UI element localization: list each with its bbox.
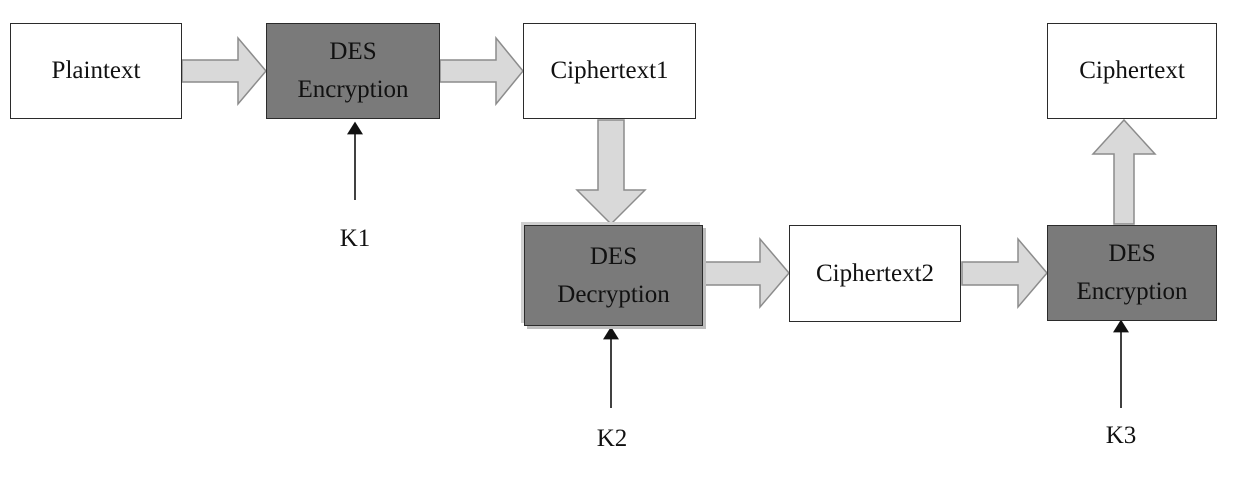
arrow-plaintext-to-enc1 <box>181 35 267 107</box>
arrow-ciphertext2-to-enc2 <box>961 236 1048 310</box>
key-k3-label: K3 <box>1105 422 1137 449</box>
des-decryption-line1: DES <box>589 242 638 270</box>
ciphertext-output-box: Ciphertext <box>1047 23 1217 119</box>
des-encryption-2-box: DES Encryption <box>1047 225 1217 321</box>
ciphertext2-label: Ciphertext2 <box>815 259 935 287</box>
key-k1-label: K1 <box>339 225 371 252</box>
arrow-dec-to-ciphertext2 <box>703 236 790 310</box>
arrow-ciphertext1-to-dec <box>575 119 647 226</box>
des-encryption-1-line2: Encryption <box>297 76 409 103</box>
des-decryption-box: DES Decryption <box>524 225 703 326</box>
key-k2-label: K2 <box>596 425 628 452</box>
ciphertext1-label: Ciphertext1 <box>550 57 669 84</box>
des-encryption-2-line1: DES <box>1108 240 1156 267</box>
plaintext-box: Plaintext <box>10 23 182 119</box>
des-encryption-1-box: DES Encryption <box>266 23 440 119</box>
ciphertext1-box: Ciphertext1 <box>523 23 696 119</box>
des-encryption-2-line2: Encryption <box>1076 278 1188 305</box>
des-encryption-1-line1: DES <box>329 38 377 65</box>
arrow-enc2-to-ciphertext <box>1091 118 1157 225</box>
arrow-enc1-to-ciphertext1 <box>439 35 524 107</box>
ciphertext-output-label: Ciphertext <box>1079 57 1185 84</box>
des-decryption-line2: Decryption <box>557 280 670 308</box>
ciphertext2-box: Ciphertext2 <box>789 225 961 322</box>
plaintext-label: Plaintext <box>51 57 141 84</box>
